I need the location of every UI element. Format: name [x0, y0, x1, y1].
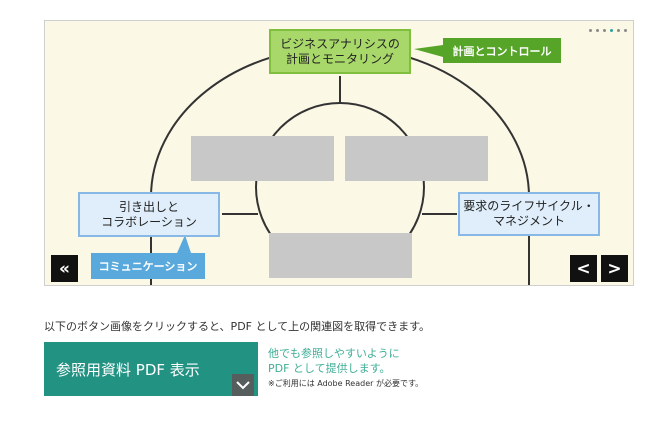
slide-dot[interactable] [603, 29, 606, 32]
pdf-view-button[interactable]: 参照用資料 PDF 表示 [44, 342, 258, 396]
pdf-description: 以下のボタン画像をクリックすると、PDF として上の関連図を取得できます。 [44, 320, 431, 333]
pdf-view-button-label: 参照用資料 PDF 表示 [56, 361, 200, 379]
planning-control-callout: 計画とコントロール [443, 38, 561, 63]
requirements-lifecycle-box: 要求のライフサイクル・ マネジメント [458, 192, 600, 236]
next-slide-button[interactable]: > [601, 255, 628, 282]
hidden-area-box [269, 233, 412, 278]
communication-callout: コミュニケーション [91, 253, 205, 279]
chevron-down-icon [232, 374, 254, 396]
double-chevron-left-icon: « [59, 258, 70, 279]
slide-dot[interactable] [589, 29, 592, 32]
prev-slide-button[interactable]: < [570, 255, 597, 282]
pdf-note: 他でも参照しやすいように PDF として提供します。 [268, 347, 400, 375]
slide-dot[interactable] [596, 29, 599, 32]
diagram-slider: ビジネスアナリシスの 計画とモニタリング 計画とコントロール 引き出しと コラボ… [44, 20, 634, 286]
first-slide-button[interactable]: « [51, 255, 78, 282]
hidden-area-box [191, 136, 334, 181]
elicitation-collaboration-label: 引き出しと コラボレーション [101, 199, 197, 229]
slide-dot-active[interactable] [610, 29, 613, 32]
communication-label: コミュニケーション [98, 260, 198, 273]
planning-monitoring-label: ビジネスアナリシスの 計画とモニタリング [280, 36, 400, 66]
hidden-area-box [345, 136, 488, 181]
requirements-lifecycle-label: 要求のライフサイクル・ マネジメント [463, 199, 595, 228]
adobe-reader-note: ※ご利用には Adobe Reader が必要です。 [268, 379, 424, 388]
chevron-left-icon: < [576, 258, 591, 279]
planning-monitoring-box: ビジネスアナリシスの 計画とモニタリング [269, 29, 411, 74]
planning-control-label: 計画とコントロール [452, 44, 552, 58]
slide-dot[interactable] [624, 29, 627, 32]
elicitation-collaboration-box: 引き出しと コラボレーション [78, 192, 220, 237]
slide-indicator[interactable] [589, 29, 627, 32]
slide-dot[interactable] [617, 29, 620, 32]
chevron-right-icon: > [607, 258, 622, 279]
